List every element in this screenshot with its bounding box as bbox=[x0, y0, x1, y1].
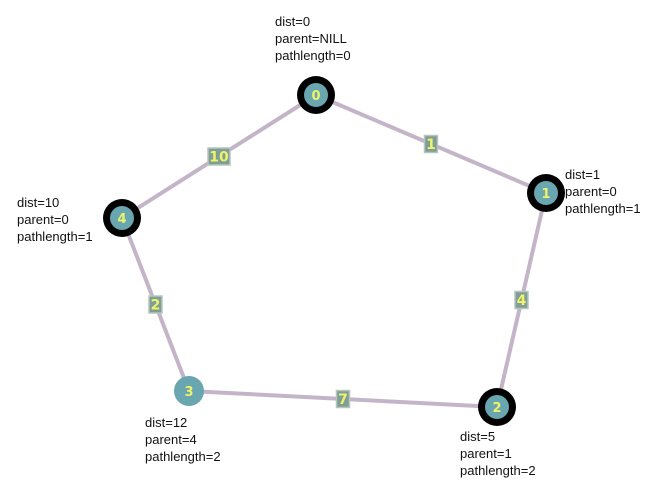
node-2-dist: dist=5 bbox=[460, 429, 496, 444]
node-0[interactable]: 0 bbox=[297, 76, 335, 114]
edges-layer: 1 4 7 2 10 bbox=[120, 93, 548, 409]
node-label: 4 bbox=[117, 212, 126, 227]
node-2-parent: parent=1 bbox=[460, 446, 512, 461]
edge-weight-label: 10 bbox=[209, 150, 229, 166]
node-3-dist: dist=12 bbox=[145, 415, 188, 430]
node-circle bbox=[485, 395, 509, 419]
edge-weight-label: 7 bbox=[338, 392, 348, 408]
node-circle bbox=[304, 83, 328, 107]
node-2[interactable]: 2 bbox=[478, 388, 516, 426]
node-label: 1 bbox=[541, 187, 550, 202]
node-0-info: dist=0 parent=NILL pathlength=0 bbox=[275, 13, 351, 64]
edge-weight-box bbox=[514, 290, 529, 310]
node-4[interactable]: 4 bbox=[103, 199, 141, 237]
edge-weight-0-1: 1 bbox=[423, 134, 439, 154]
node-4-parent: parent=0 bbox=[17, 212, 69, 227]
node-3[interactable]: 3 bbox=[174, 376, 204, 406]
node-3-parent: parent=4 bbox=[145, 432, 197, 447]
node-1-info: dist=1 parent=0 pathlength=1 bbox=[565, 166, 641, 217]
node-label: 0 bbox=[311, 89, 320, 104]
node-2-info: dist=5 parent=1 pathlength=2 bbox=[460, 428, 536, 479]
node-1-pathlength: pathlength=1 bbox=[565, 201, 641, 216]
node-1-dist: dist=1 bbox=[565, 167, 601, 182]
node-3-info: dist=12 parent=4 pathlength=2 bbox=[145, 414, 221, 465]
node-circle bbox=[174, 376, 204, 406]
edge-weight-4-0: 10 bbox=[207, 147, 231, 166]
edge-weight-box bbox=[335, 389, 351, 409]
edge-weight-label: 1 bbox=[426, 137, 436, 153]
edge-weight-1-2: 4 bbox=[514, 290, 529, 310]
node-4-info: dist=10 parent=0 pathlength=1 bbox=[17, 194, 93, 245]
node-label: 3 bbox=[184, 385, 193, 400]
node-1[interactable]: 1 bbox=[527, 174, 565, 212]
node-4-pathlength: pathlength=1 bbox=[17, 229, 93, 244]
nodes-layer: 0 1 2 3 4 bbox=[103, 76, 565, 426]
edge-weight-2-3: 7 bbox=[335, 389, 351, 409]
edge-weight-box bbox=[423, 134, 439, 154]
node-circle bbox=[110, 206, 134, 230]
edge-weight-3-4: 2 bbox=[148, 295, 163, 314]
edge-weight-label: 2 bbox=[151, 298, 161, 314]
node-0-pathlength: pathlength=0 bbox=[275, 48, 351, 63]
node-0-parent: parent=NILL bbox=[275, 31, 347, 46]
edge-weight-box bbox=[148, 295, 163, 314]
node-0-dist: dist=0 bbox=[275, 14, 311, 29]
node-circle bbox=[534, 181, 558, 205]
node-4-dist: dist=10 bbox=[17, 195, 60, 210]
edge-weight-box bbox=[207, 147, 231, 166]
node-3-pathlength: pathlength=2 bbox=[145, 449, 221, 464]
node-label: 2 bbox=[492, 401, 501, 416]
node-2-pathlength: pathlength=2 bbox=[460, 463, 536, 478]
node-1-parent: parent=0 bbox=[565, 184, 617, 199]
edge-weight-label: 4 bbox=[517, 293, 527, 309]
